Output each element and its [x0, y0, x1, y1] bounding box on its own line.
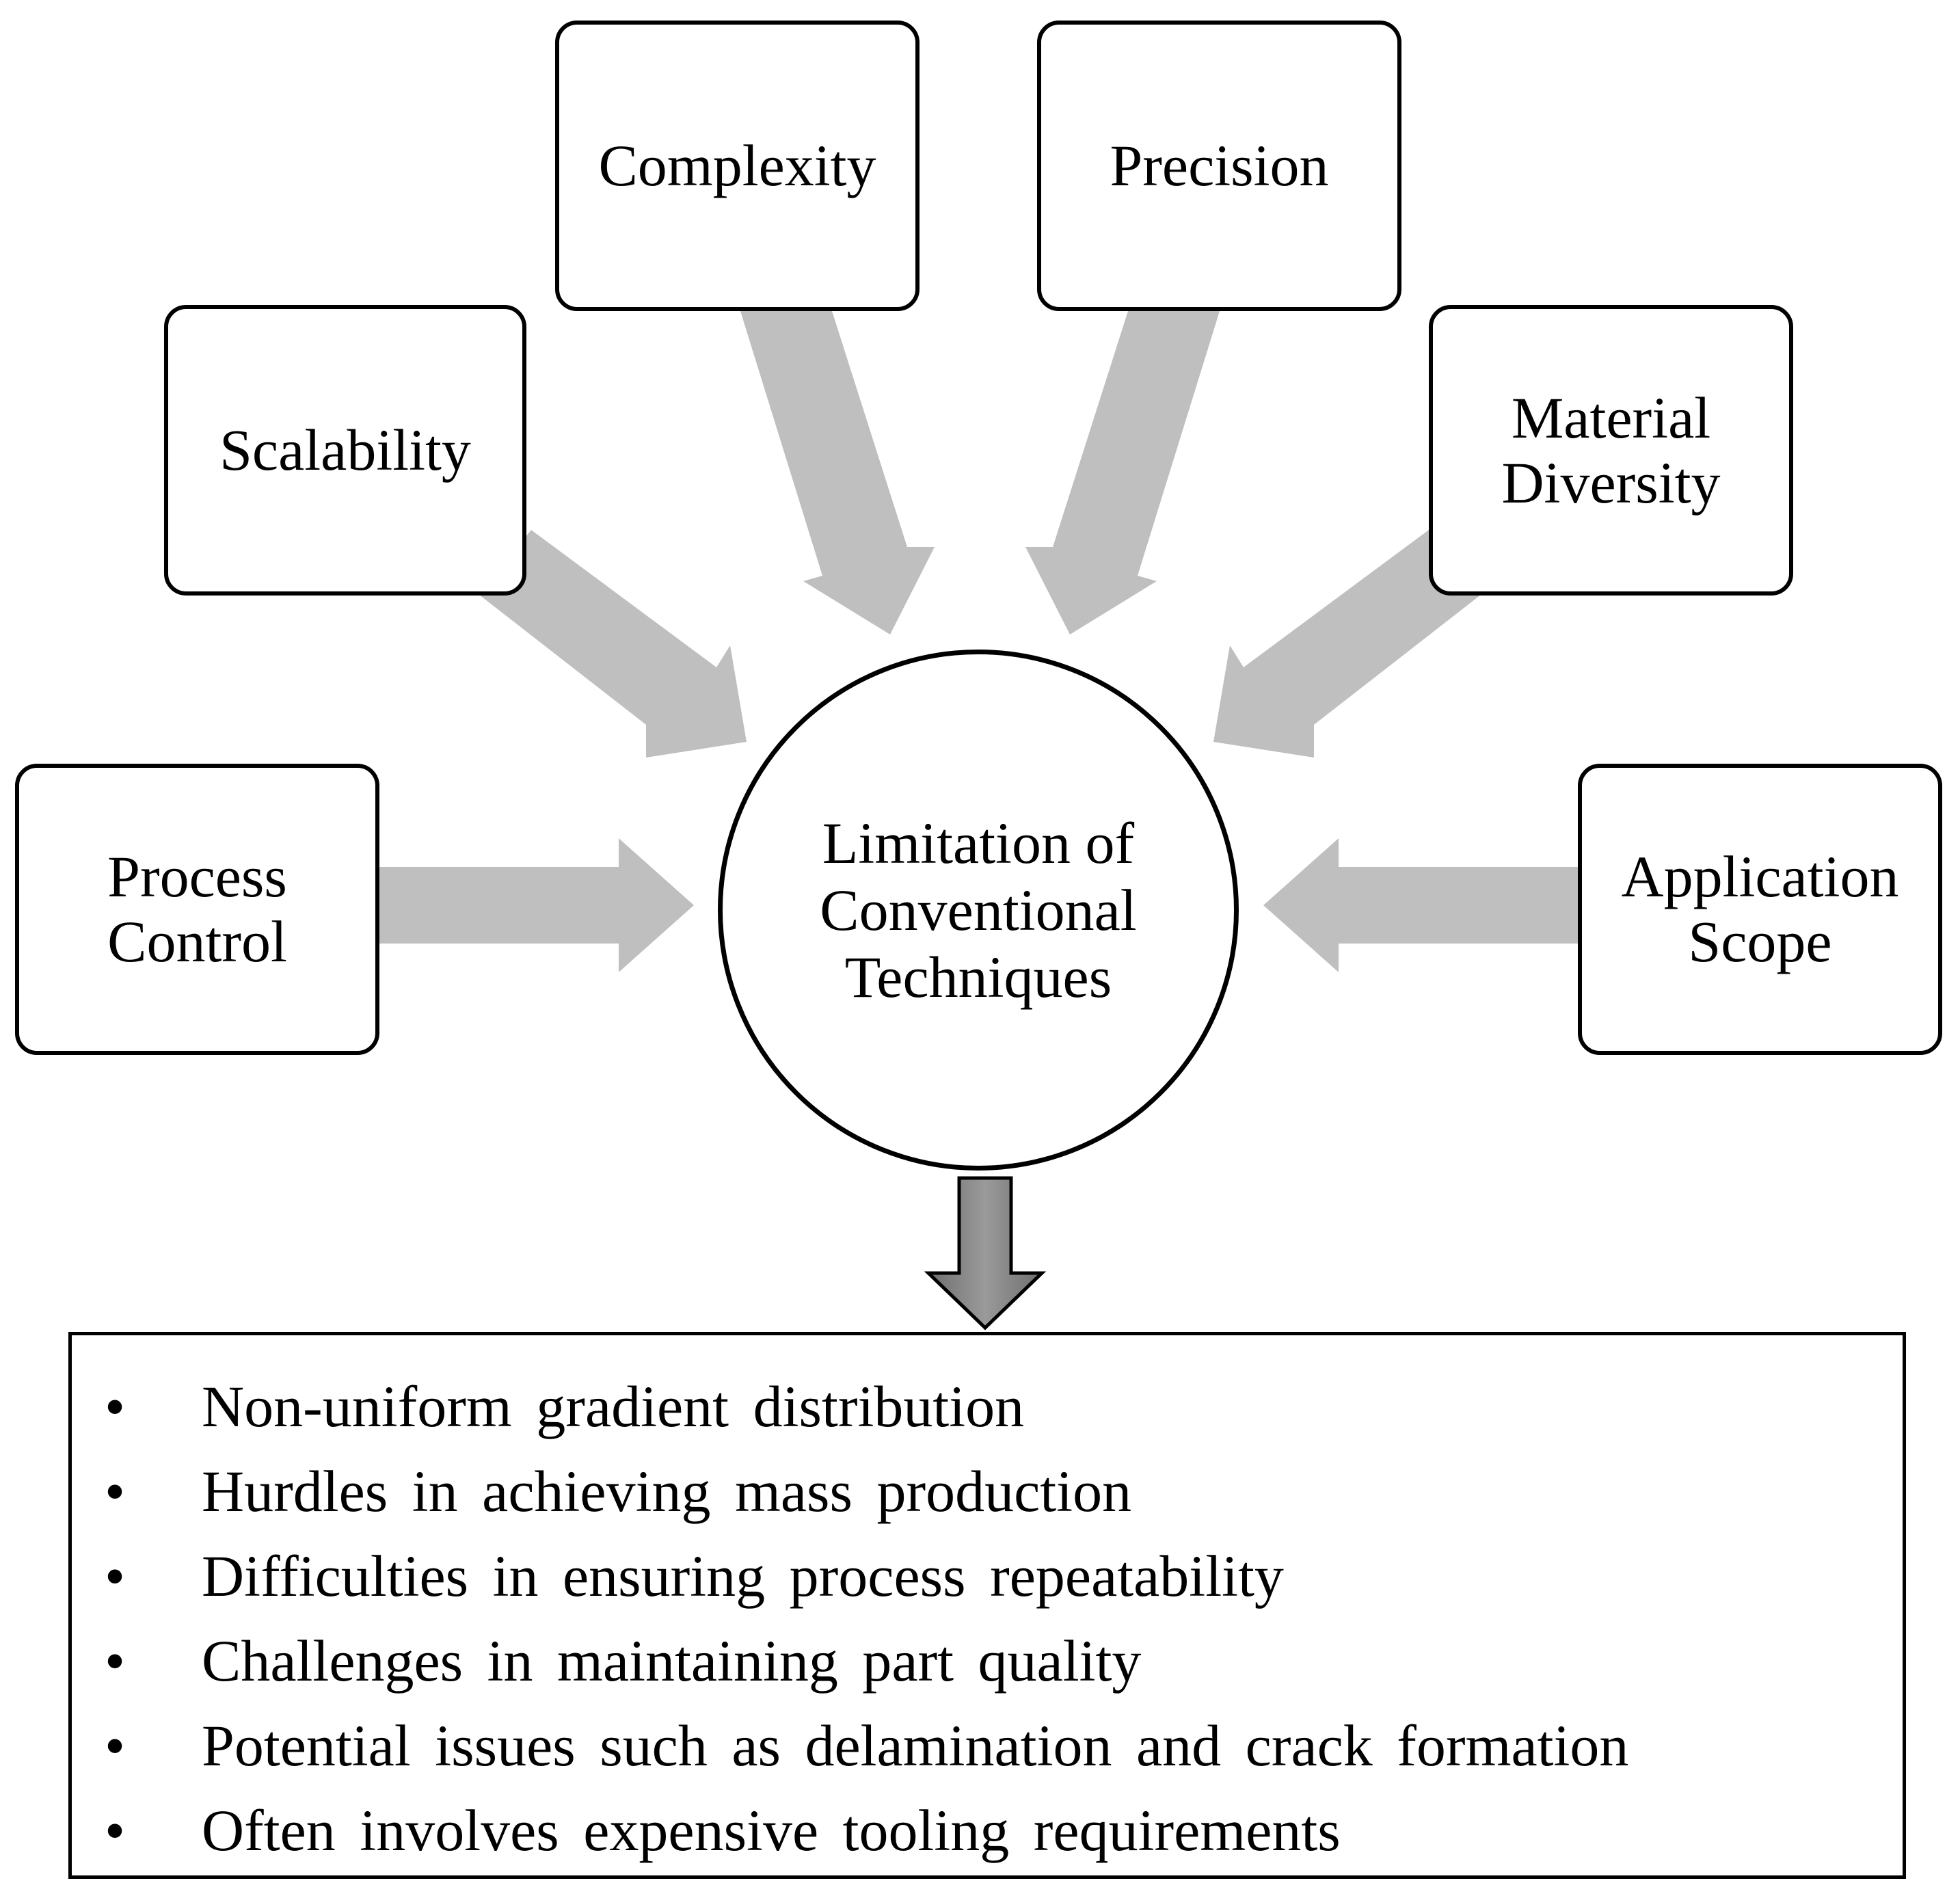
list-item-text: Potential issues such as delamination an… — [202, 1713, 1629, 1778]
arrow-precision — [1025, 311, 1220, 634]
list-item-text: Challenges in maintaining part quality — [202, 1628, 1142, 1694]
arrow-application-scope — [1263, 838, 1579, 972]
list-item-text: Hurdles in achieving mass production — [202, 1458, 1132, 1524]
limitations-summary-box: • Non-uniform gradient distribution • Hu… — [68, 1332, 1906, 1879]
bullet: • — [105, 1458, 126, 1524]
arrow-to-summary — [924, 1176, 1047, 1331]
factor-material-diversity: Material Diversity — [1429, 305, 1793, 596]
limitations-list: • Non-uniform gradient distribution • Hu… — [72, 1364, 1903, 1873]
list-item-text: Often involves expensive tooling require… — [202, 1797, 1341, 1863]
arrow-scalability — [479, 530, 747, 758]
factor-precision: Precision — [1037, 21, 1401, 311]
bullet: • — [105, 1628, 126, 1694]
list-item: • Non-uniform gradient distribution — [72, 1364, 1903, 1449]
factor-scalability: Scalability — [164, 305, 526, 596]
bullet: • — [105, 1374, 126, 1439]
arrow-material-diversity — [1213, 530, 1481, 758]
arrow-complexity — [740, 311, 935, 634]
list-item: • Hurdles in achieving mass production — [72, 1449, 1903, 1534]
list-item-text: Non-uniform gradient distribution — [202, 1374, 1025, 1439]
list-item: • Difficulties in ensuring process repea… — [72, 1534, 1903, 1618]
bullet: • — [105, 1797, 126, 1863]
list-item: • Often involves expensive tooling requi… — [72, 1788, 1903, 1873]
bullet: • — [105, 1713, 126, 1778]
list-item: • Potential issues such as delamination … — [72, 1703, 1903, 1788]
factor-application-scope: Application Scope — [1578, 764, 1942, 1055]
bullet: • — [105, 1543, 126, 1609]
list-item: • Challenges in maintaining part quality — [72, 1618, 1903, 1703]
center-limitation-circle: Limitation of Conventional Techniques — [718, 650, 1239, 1171]
factor-process-control: Process Control — [15, 764, 379, 1055]
factor-complexity: Complexity — [555, 21, 919, 311]
arrow-process-control — [378, 838, 694, 972]
list-item-text: Difficulties in ensuring process repeata… — [202, 1543, 1284, 1609]
